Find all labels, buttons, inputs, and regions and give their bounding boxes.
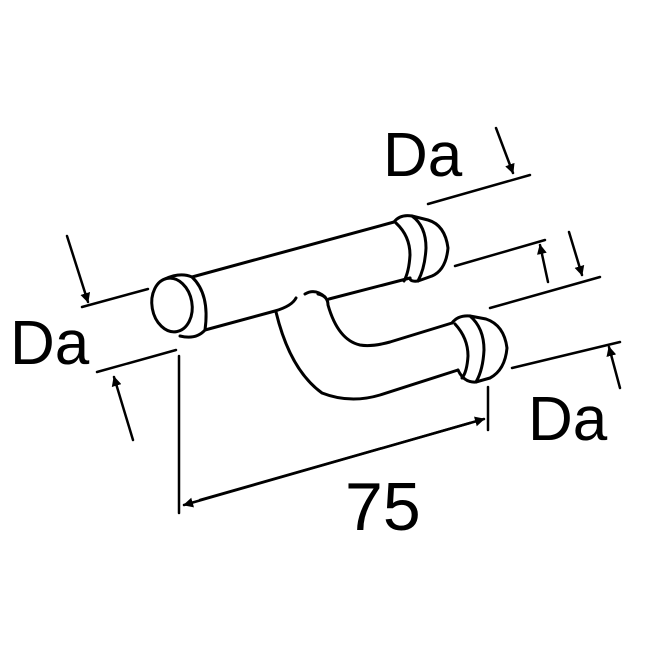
dimension-da-top: Da xyxy=(383,121,602,310)
dimension-da-left: Da xyxy=(10,234,178,442)
dimension-length: 75 xyxy=(177,354,490,545)
branch-tube xyxy=(274,290,509,401)
da-top-label: Da xyxy=(383,121,463,190)
da-right-label: Da xyxy=(528,385,608,454)
dimension-da-right: Da xyxy=(510,340,622,454)
da-left-label: Da xyxy=(10,309,90,378)
main-tube xyxy=(150,214,450,339)
length-label: 75 xyxy=(345,469,421,545)
